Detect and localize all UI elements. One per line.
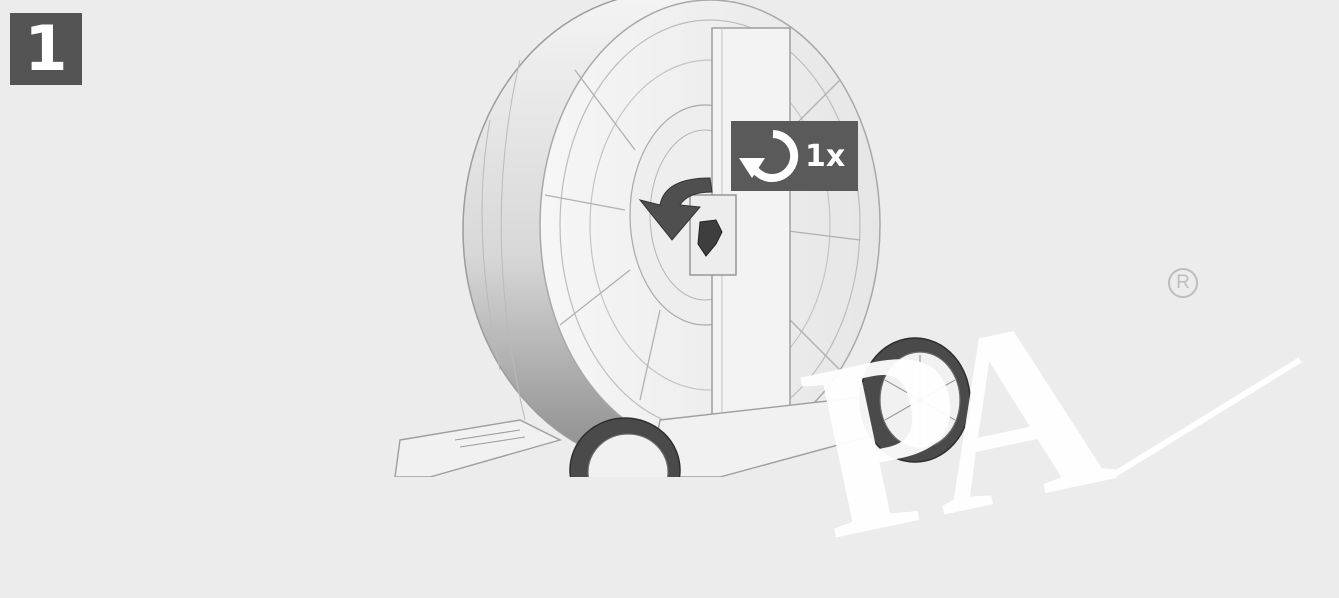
wheel-left: [569, 417, 681, 477]
step-number-badge: 1: [10, 13, 82, 85]
rotate-counterclockwise-icon: [739, 130, 799, 182]
rotation-count: 1x: [805, 138, 846, 174]
rotation-arrow: [638, 177, 713, 241]
cable-reel-illustration: [394, 0, 1302, 477]
watermark: PA: [784, 264, 1111, 593]
wheel-right: [859, 337, 971, 463]
rotation-instruction-badge: 1x: [731, 121, 858, 191]
base-frame: [394, 394, 932, 477]
knob: [697, 219, 723, 257]
registered-mark: R: [1168, 268, 1198, 298]
watermark-line: [1108, 357, 1302, 477]
